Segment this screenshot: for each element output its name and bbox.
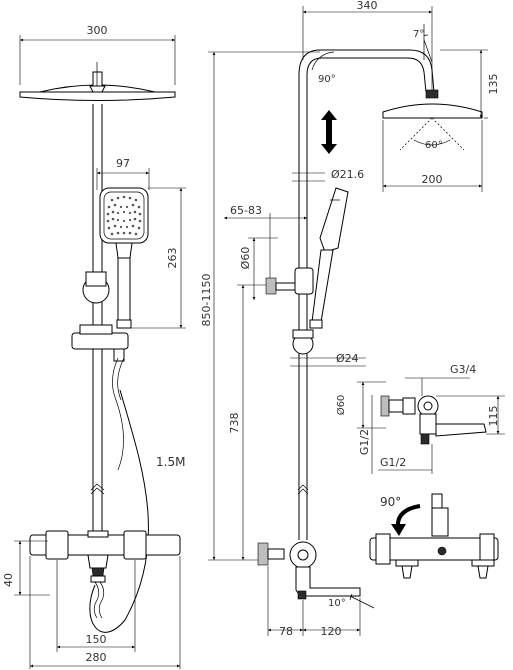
wall-depth-label: 40 (2, 573, 15, 587)
spray-nozzles (106, 195, 142, 236)
arm-reach-dimension: 340 (302, 0, 433, 92)
hand-width-label: 97 (116, 157, 130, 170)
mixer-side: 10° (257, 541, 375, 609)
hand-height-label: 263 (166, 248, 179, 269)
head-width-label: 300 (87, 24, 108, 37)
spout-offset-label: 78 (279, 625, 293, 638)
rotate-angle-label: 90° (380, 495, 401, 509)
head-diameter-dimension: 200 (382, 120, 483, 192)
front-view: 300 97 (2, 24, 186, 669)
spout-angle-label: 10° (328, 598, 346, 609)
mixer-width-dimension: 280 (29, 556, 181, 669)
mount-diameter-label: Ø60 (239, 247, 252, 270)
hand-shower-front (99, 187, 149, 329)
head-height-dimension: 135 (440, 49, 500, 119)
slider-bracket (71, 324, 129, 362)
spout-dimensions: 78 120 (267, 566, 361, 638)
thread-left-label: G1/2 (358, 429, 371, 455)
head-height-label: 135 (487, 74, 500, 95)
arm-reach-label: 340 (357, 0, 378, 12)
thread-bottom-label: G1/2 (380, 456, 406, 469)
rain-head-side: 60° (382, 89, 483, 151)
outlet-height-label: 115 (487, 406, 500, 427)
hose-length-label: 1.5M (156, 455, 185, 469)
head-width-dimension: 300 (19, 24, 176, 85)
spout-length-label: 120 (321, 625, 342, 638)
elbow-angle-label: 90° (318, 74, 336, 85)
holder-range-label: 65-83 (230, 204, 262, 217)
slider-knob-side (292, 329, 314, 355)
riser-pipe-front (90, 104, 105, 535)
height-range-label: 850-1150 (200, 274, 213, 327)
arm-angle-label: 7° (413, 29, 424, 40)
bar-diameter-label: Ø24 (336, 352, 359, 365)
head-diameter-label: 200 (422, 173, 443, 186)
hand-width-dimension: 97 (96, 157, 150, 190)
bar-height-label: 738 (228, 413, 241, 434)
rain-shower-head (19, 62, 176, 101)
holder-range-dimension: 65-83 (224, 204, 307, 280)
thread-top-label: G3/4 (450, 363, 476, 376)
hand-shower-side (309, 187, 349, 329)
hand-height-dimension: 263 (131, 187, 186, 329)
spray-angle-label: 60° (425, 140, 443, 151)
mount-diameter-dimension: Ø60 (239, 237, 278, 300)
wall-mount-bracket (265, 267, 314, 295)
pipe-diameter-label: Ø21.6 (331, 168, 364, 181)
outlet-spacing-label: 150 (86, 633, 107, 646)
bar-height-dimension: 738 (228, 284, 266, 560)
shower-hose: 1.5M (89, 357, 185, 633)
bar-diameter-dimension: Ø24 (290, 352, 366, 367)
side-view: 340 850-1150 Ø21.6 90° (200, 0, 500, 638)
thermostatic-mixer-front (29, 530, 181, 619)
shower-arm: 90° 7° (298, 24, 435, 93)
rotation-detail: 90° (369, 493, 499, 579)
outlet-spacing-dimension: 150 (56, 560, 136, 652)
flange-diameter-label: Ø60 (335, 395, 347, 416)
height-range-dimension: 850-1150 (200, 51, 320, 561)
curved-arrow-icon (391, 504, 421, 536)
double-headed-arrow-icon (321, 110, 337, 154)
riser-pipe-side: Ø21.6 (292, 75, 364, 540)
mixer-width-label: 280 (86, 651, 107, 664)
bath-mixer-detail: G3/4 Ø60 G1/2 115 G1/2 (335, 363, 505, 474)
upper-holder (82, 271, 110, 304)
wall-depth-dimension: 40 (2, 540, 50, 596)
